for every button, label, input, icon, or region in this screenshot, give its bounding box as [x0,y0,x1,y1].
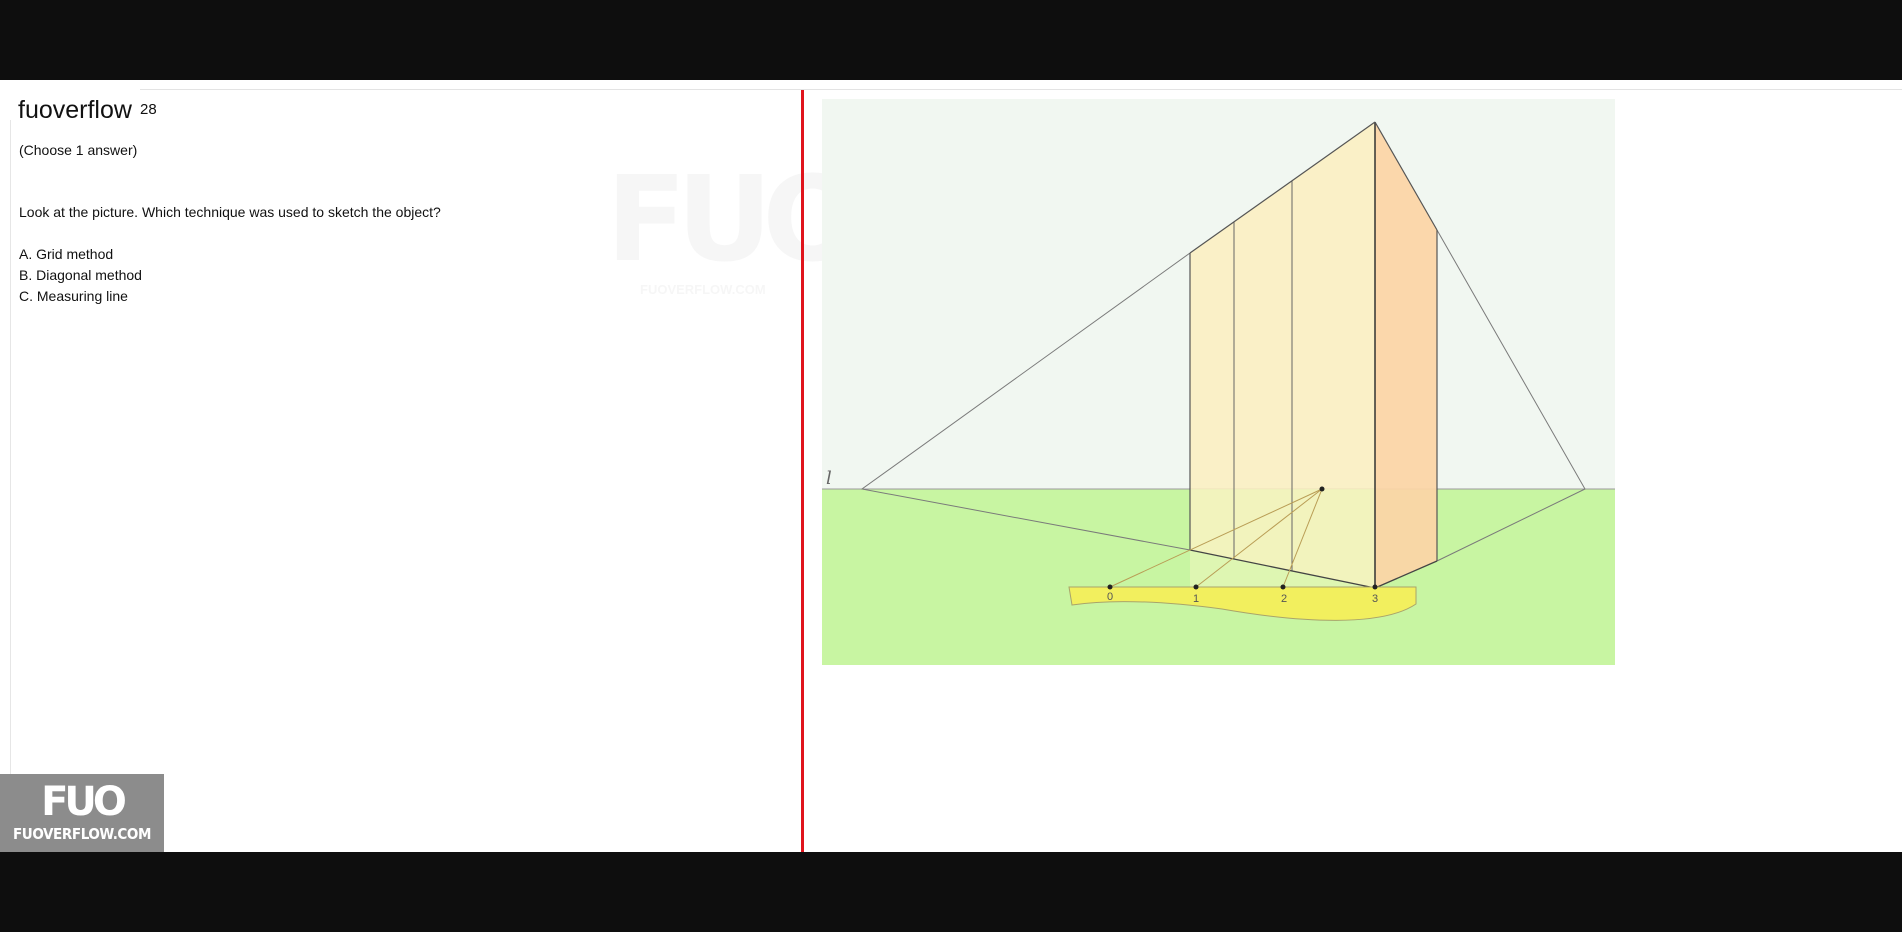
measuring-point [1319,486,1325,492]
option-a: A. Grid method [19,246,114,262]
front-face-ground-tint [1190,489,1375,588]
question-number: 28 [140,101,157,118]
horizon-label: l [826,468,832,489]
fuoverflow-logo-badge[interactable]: FUO FUOVERFLOW.COM [0,774,164,852]
logo-site: FUOVERFLOW.COM [12,825,152,843]
roof-edge [1189,121,1376,254]
watermark-site: FUOVERFLOW.COM [640,282,766,297]
ruler-point-1 [1193,584,1199,590]
ruler-label-3: 3 [1372,593,1378,605]
panel-divider [801,90,804,852]
perspective-figure: l 0 1 2 3 [822,99,1615,665]
left-divider [10,120,11,852]
ruler-label-0: 0 [1107,591,1113,603]
base-side-edge [1374,560,1438,589]
side-roof-edge [1374,121,1438,231]
ruler-point-2 [1280,584,1286,590]
side-face [1375,122,1437,588]
answer-instruction: (Choose 1 answer) [19,142,138,158]
watermark-logo: FUO [606,150,863,288]
front-face [1190,122,1375,588]
option-c: C. Measuring line [19,288,128,304]
ruler-label-1: 1 [1193,593,1199,605]
top-divider [140,89,1902,90]
logo-fuo: FUO [41,779,127,825]
right-construction-line [1436,229,1586,562]
answer-options: A. Grid method B. Diagonal method C. Mea… [19,244,142,307]
ruler-point-3 [1372,584,1378,590]
watermark: FUO FUOVERFLOW.COM [606,150,863,297]
base-front-edge [1189,549,1376,589]
measuring-ruler [1068,586,1417,621]
measuring-rays [1109,488,1323,588]
ruler-label-2: 2 [1281,593,1287,605]
question-text: Look at the picture. Which technique was… [19,204,441,220]
brand-title[interactable]: fuoverflow [18,96,140,125]
ruler-point-0 [1107,584,1113,590]
page-viewport: 28 fuoverflow (Choose 1 answer) Look at … [0,80,1902,852]
option-b: B. Diagonal method [19,267,142,283]
left-construction-line [860,252,1191,551]
